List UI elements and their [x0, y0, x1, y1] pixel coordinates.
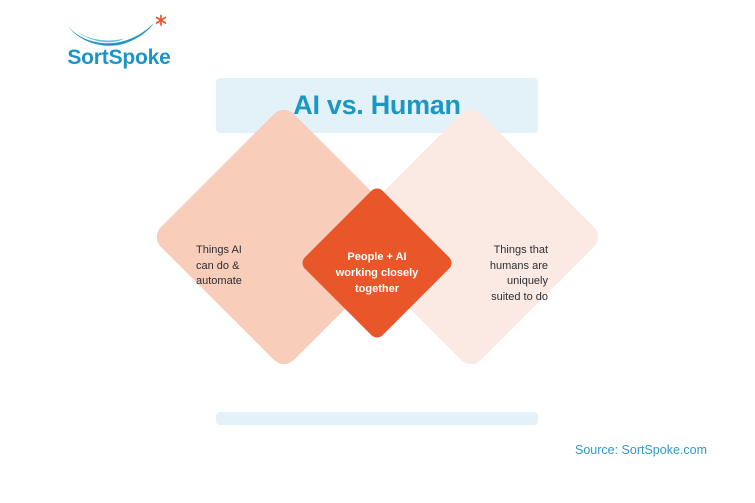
diamond-label-ai: Things AI can do & automate [196, 244, 242, 287]
swoosh-bird-icon [62, 14, 172, 48]
sortspoke-logo: SortSpoke [44, 14, 194, 74]
source-attribution: Source: SortSpoke.com [574, 443, 707, 457]
diamond-label-overlap: People + AI working closely together [335, 251, 419, 295]
diamond-label-human: Things that humans are uniquely suited t… [489, 244, 548, 303]
page-title: AI vs. Human [293, 90, 461, 120]
logo-wordmark: SortSpoke [67, 46, 171, 69]
bottom-accent-band [216, 412, 538, 425]
